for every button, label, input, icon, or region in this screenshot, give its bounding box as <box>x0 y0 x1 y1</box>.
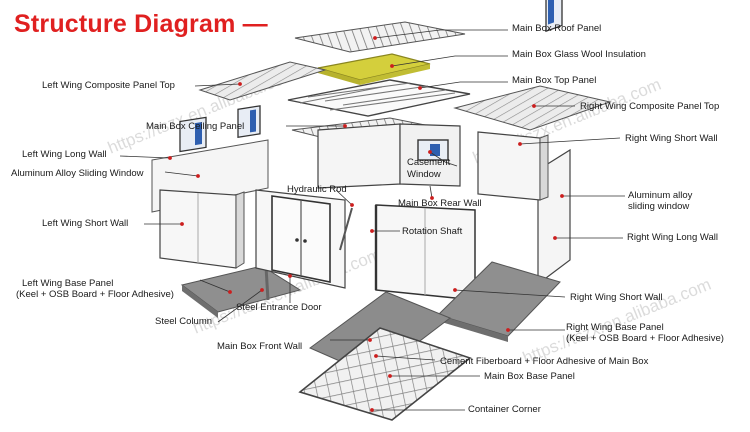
left-wing-composite-top <box>198 61 327 101</box>
label-roof-panel: Main Box Roof Panel <box>512 23 602 34</box>
label-left-wing-short-wall: Left Wing Short Wall <box>42 218 129 229</box>
label-hydraulic-rod: Hydraulic Rod <box>287 184 347 195</box>
right-wing-composite-top <box>453 85 612 131</box>
label-steel-entrance-door: Steel Entrance Door <box>236 302 322 313</box>
leader-dots <box>168 36 564 412</box>
right-sliding-window-glass <box>548 0 554 25</box>
label-rotation-shaft: Rotation Shaft <box>402 226 463 237</box>
right-wing-short-wall-top <box>477 131 541 201</box>
left-wing-base-panel-edge <box>182 285 218 318</box>
diagram-title: Structure Diagram — <box>14 10 268 38</box>
main-box-top-panel <box>287 79 471 117</box>
label-aluminum-sliding-window: Aluminum Alloy Sliding Window <box>11 168 144 179</box>
leader-lines <box>119 29 625 411</box>
hydraulic-rod <box>339 207 353 251</box>
main-box-rear-wall <box>317 123 401 189</box>
door-handle <box>295 238 299 242</box>
label-left-wing-base-1: Left Wing Base Panel <box>22 278 114 289</box>
label-main-rear-wall: Main Box Rear Wall <box>398 198 482 209</box>
right-wing-short-wall-top-edge <box>539 134 549 201</box>
main-box-base-panel <box>298 327 472 421</box>
label-right-wing-base-1: Right Wing Base Panel <box>566 322 664 333</box>
label-right-wing-base-2: (Keel + OSB Board + Floor Adhesive) <box>566 333 724 344</box>
label-steel-column: Steel Column <box>155 316 213 327</box>
label-aluminum-alloy-2: sliding window <box>628 201 690 212</box>
door-handle <box>303 239 307 243</box>
label-casement-window-1: Casement <box>407 157 451 168</box>
label-left-wing-top: Left Wing Composite Panel Top <box>42 80 175 91</box>
label-main-front-wall: Main Box Front Wall <box>217 341 303 352</box>
label-casement-window-2: Window <box>407 169 441 180</box>
label-main-base-panel: Main Box Base Panel <box>484 371 575 382</box>
casement-window-glass <box>430 144 440 156</box>
left-wing-short-wall-edge <box>235 191 245 269</box>
label-left-wing-base-2: (Keel + OSB Board + Floor Adhesive) <box>16 289 174 300</box>
glass-wool-edge <box>360 64 430 85</box>
left-sliding-window-glass <box>195 122 202 146</box>
label-container-corner: Container Corner <box>468 404 541 415</box>
label-cement-fiberboard: Cement Fiberboard + Floor Adhesive of Ma… <box>440 356 649 367</box>
label-main-top-panel: Main Box Top Panel <box>512 75 597 86</box>
label-right-wing-top: Right Wing Composite Panel Top <box>580 101 720 112</box>
left-sliding-window-2-glass <box>250 109 256 133</box>
label-ceiling-panel: Main Box Ceiling Panel <box>146 121 245 132</box>
label-right-wing-long-wall: Right Wing Long Wall <box>627 232 718 243</box>
label-glass-wool: Main Box Glass Wool Insulation <box>512 49 646 60</box>
label-right-wing-short-wall-top: Right Wing Short Wall <box>625 133 718 144</box>
label-aluminum-alloy-1: Aluminum alloy <box>628 190 693 201</box>
label-right-wing-short-wall-bottom: Right Wing Short Wall <box>570 292 663 303</box>
label-left-wing-long-wall: Left Wing Long Wall <box>22 149 107 160</box>
right-wing-base-panel-edge <box>438 315 508 342</box>
glass-wool-edge <box>318 68 360 85</box>
main-box-top-panel-ribs <box>299 82 456 111</box>
